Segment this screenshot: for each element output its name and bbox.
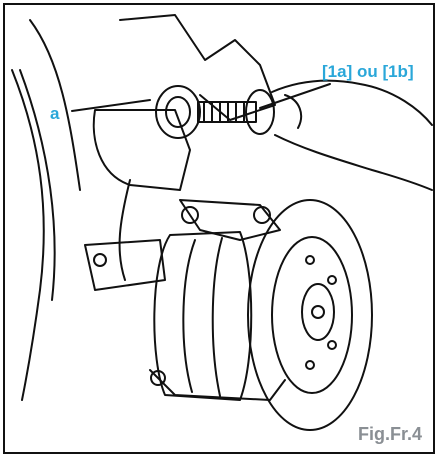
part-a-label: a: [50, 104, 60, 123]
hand: [271, 79, 433, 191]
figure-frame: [3, 3, 435, 454]
tool-nut: [155, 85, 201, 139]
hub: [301, 283, 335, 341]
brake-hose: [118, 179, 131, 281]
figure-caption: Fig.Fr.4: [358, 424, 423, 444]
tool-reference-label: [1a] ou [1b]: [322, 62, 414, 81]
leader-tool: [259, 83, 331, 109]
strut-body: [119, 14, 276, 121]
tool-handle-nut: [245, 89, 275, 135]
knuckle: [92, 109, 191, 191]
caliper: [153, 231, 253, 401]
brake-disc: [247, 199, 373, 431]
inner-fender: [29, 19, 81, 191]
leader-a: [71, 99, 151, 112]
caliper-carrier: [179, 199, 281, 241]
wheel-arch: [11, 69, 56, 401]
lower-arm: [84, 239, 166, 291]
